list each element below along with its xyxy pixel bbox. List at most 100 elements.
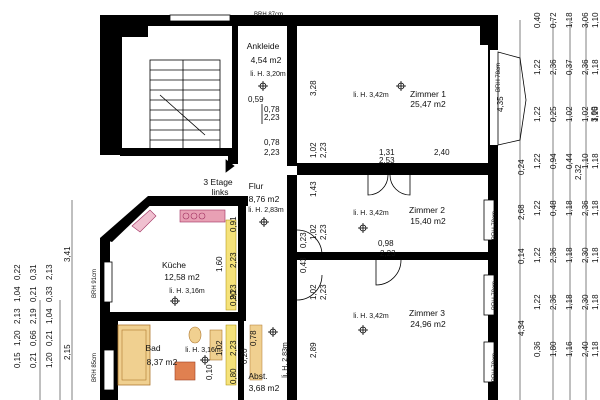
dim-131: 1,31 (379, 148, 395, 157)
right-dim-col4-7: 2,40 (581, 341, 590, 357)
dim-v-434: 4,34 (517, 320, 526, 336)
dim-ankl-059: 0,59 (248, 95, 264, 104)
right-dim-col2-0: 0,72 (549, 12, 558, 28)
zimmer2-area: 15,40 m2 (410, 216, 446, 226)
left-dim-row3-3: 0,21 (45, 330, 54, 346)
dimension-guides (39, 20, 587, 400)
stair-label-2: links (211, 187, 228, 197)
bad-height: li. H. 3,16m (185, 347, 221, 354)
flur-height: li. H. 2,83m (248, 207, 284, 214)
left-dim-row1-2: 2,13 (13, 308, 22, 324)
bad-area: 8,37 m2 (147, 357, 178, 367)
flur-name: Flur (249, 181, 264, 191)
dim-ankl-223a: 2,23 (264, 113, 280, 122)
right-dim-col3-1: 0,37 (565, 59, 574, 75)
right-dim-col5-6: 1,18 (591, 294, 600, 310)
left-dim-row1-4: 0,15 (13, 352, 22, 368)
right-dim-col5-7: 1,18 (591, 341, 600, 357)
abst-name: Abst. (248, 371, 267, 381)
dim-v-435: 4,35 (496, 96, 505, 112)
stair-label-1: 3 Etage (203, 177, 233, 187)
brh-labels: BRH 87cm BRH 78cm BRH 78cm BRH 78cm BRH … (92, 12, 502, 382)
ankleide-area: 4,54 m2 (251, 55, 282, 65)
zimmer3-area: 24,96 m2 (410, 319, 446, 329)
ankleide-height: li. H. 3,20m (250, 71, 286, 78)
dim-143: 1,43 (309, 181, 318, 197)
brh-bad: BRH 85cm (92, 353, 98, 382)
brh-kueche: BRH 91cm (92, 269, 98, 298)
right-dim-col1-7: 0,36 (533, 341, 542, 357)
right-dim-col1-4: 1,22 (533, 200, 542, 216)
dim-223b: 2,23 (319, 224, 328, 240)
right-dim-col2-3: 0,94 (549, 153, 558, 169)
dim-223f: 2,23 (229, 284, 238, 300)
brh-z1: BRH 78cm (496, 63, 502, 92)
doors (261, 104, 411, 301)
dim-102b: 1,02 (309, 224, 318, 240)
right-dim-col3-7: 1,16 (565, 341, 574, 357)
dim-v-341: 3,41 (63, 246, 72, 262)
brh-z3b: BRH 78cm (492, 353, 498, 382)
dim-043: 0,43 (299, 257, 308, 273)
left-dim-row1-3: 1,20 (13, 330, 22, 346)
dim-223c: 2,23 (380, 249, 396, 258)
right-dim-col3-5: 1,18 (565, 247, 574, 263)
dim-091: 0,91 (229, 216, 238, 232)
dim-102c: 1,02 (309, 284, 318, 300)
dim-ankl-223b: 2,23 (264, 148, 280, 157)
left-dim-row3-1: 0,33 (45, 286, 54, 302)
left-dim-row1-1: 1,04 (13, 286, 22, 302)
dim-v-215: 2,15 (63, 344, 72, 360)
flur-area: 8,76 m2 (249, 194, 280, 204)
dim-102d: 1,02 (215, 340, 224, 356)
zimmer1-height: li. H. 3,42m (353, 92, 389, 99)
right-dim-col1-2: 1,22 (533, 106, 542, 122)
right-dim-col4-3: 1,10 (581, 153, 590, 169)
dim-v-300: 3,00 (590, 106, 599, 122)
right-dim-col1-1: 1,22 (533, 59, 542, 75)
left-dim-row1-0: 0,22 (13, 264, 22, 280)
dim-ankl-078b: 0,78 (264, 138, 280, 147)
zimmer2-height: li. H. 3,42m (353, 210, 389, 217)
dim-v-024: 0,24 (517, 159, 526, 175)
right-dim-col3-4: 1,18 (565, 200, 574, 216)
right-dim-col2-7: 1,80 (549, 341, 558, 357)
left-dim-row2-0: 0,31 (29, 264, 38, 280)
dim-098: 0,98 (378, 239, 394, 248)
dim-223d: 2,23 (319, 284, 328, 300)
right-dim-col3-6: 1,18 (565, 294, 574, 310)
right-dim-col5-0: 1,10 (591, 12, 600, 28)
windows (103, 14, 527, 391)
dim-ankl-078a: 0,78 (264, 105, 280, 114)
right-dim-col2-5: 2,36 (549, 247, 558, 263)
dim-223g: 2,23 (229, 340, 238, 356)
right-dim-col4-1: 2,36 (581, 59, 590, 75)
kitchen-fixtures (131, 209, 237, 311)
ankleide-name: Ankleide (247, 41, 280, 51)
abst-height: li. H. 2,83m (282, 342, 289, 378)
right-dim-col1-5: 1,22 (533, 247, 542, 263)
right-dim-col5-4: 1,18 (591, 200, 600, 216)
right-dim-col4-4: 2,36 (581, 200, 590, 216)
zimmer3-height: li. H. 3,42m (353, 313, 389, 320)
right-dimension-columns: 0,40 1,22 1,22 1,22 1,22 1,22 1,22 0,36 0,72 2,36… (533, 12, 600, 357)
right-dim-col4-0: 3,06 (581, 12, 590, 28)
dim-090: 0,90 (229, 290, 238, 306)
right-dim-col3-2: 1,02 (565, 106, 574, 122)
right-dim-col2-6: 2,36 (549, 294, 558, 310)
room-labels: Ankleide 4,54 m2 li. H. 3,20m Zimmer 1 2… (145, 41, 446, 393)
right-dim-col1-3: 1,22 (533, 153, 542, 169)
left-dim-row2-1: 0,21 (29, 286, 38, 302)
right-dim-col1-0: 0,40 (533, 12, 542, 28)
abst-area: 3,68 m2 (249, 383, 280, 393)
dim-160: 1,60 (215, 256, 224, 272)
right-dim-col4-6: 2,30 (581, 294, 590, 310)
brh-z2: BRH 78cm (492, 211, 498, 240)
left-dim-row3-0: 2,13 (45, 264, 54, 280)
left-dim-row3-4: 1,20 (45, 352, 54, 368)
dim-0023: 0,23 (299, 232, 308, 248)
dim-253: 2,53 (379, 156, 395, 165)
right-dim-col1-6: 1,22 (533, 294, 542, 310)
dim-v-328: 3,28 (309, 80, 318, 96)
